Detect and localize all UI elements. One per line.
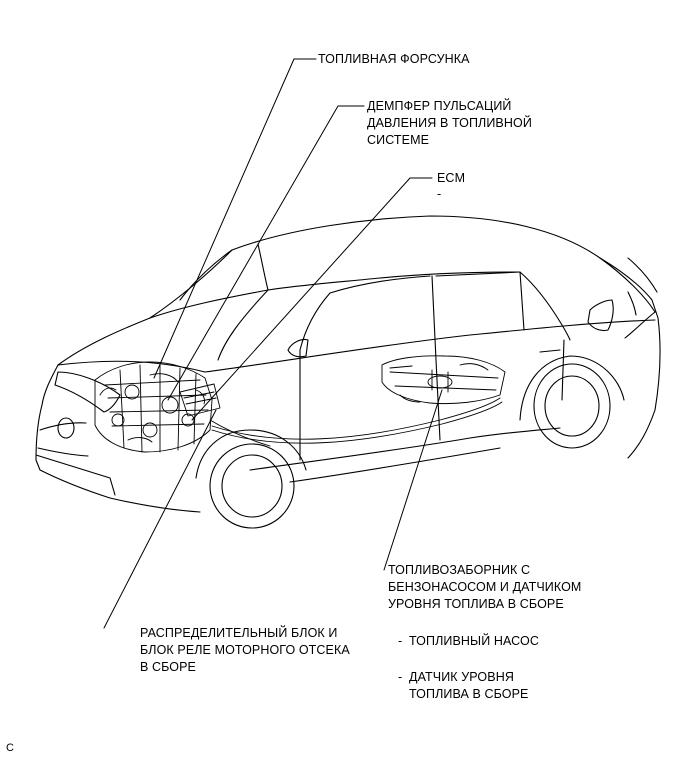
label-fuel-sender: ДАТЧИК УРОВНЯ ТОПЛИВА В СБОРЕ <box>409 670 529 701</box>
label-fuel-pump-assembly: ТОПЛИВОЗАБОРНИК С БЕНЗОНАСОСОМ И ДАТЧИКО… <box>388 563 582 611</box>
leader-lines <box>103 58 443 629</box>
label-ecm-dash: - <box>437 187 442 201</box>
label-pulsation-damper: ДЕМПФЕР ПУЛЬСАЦИЙ ДАВЛЕНИЯ В ТОПЛИВНОЙ С… <box>367 99 532 147</box>
figure-code: C <box>6 742 15 754</box>
label-fuel-injector: ТОПЛИВНАЯ ФОРСУНКА <box>318 52 470 66</box>
label-fuel-pump: ТОПЛИВНЫЙ НАСОС <box>409 634 539 648</box>
fuel-tank-assembly <box>209 355 506 447</box>
dash-fuel-sender: - <box>398 670 403 684</box>
label-relay-block: РАСПРЕДЕЛИТЕЛЬНЫЙ БЛОК И БЛОК РЕЛЕ МОТОР… <box>140 626 350 674</box>
dash-fuel-pump: - <box>398 634 403 648</box>
label-ecm: ECM <box>437 171 466 185</box>
engine-assembly <box>94 361 221 453</box>
car-body-outline <box>35 215 661 529</box>
